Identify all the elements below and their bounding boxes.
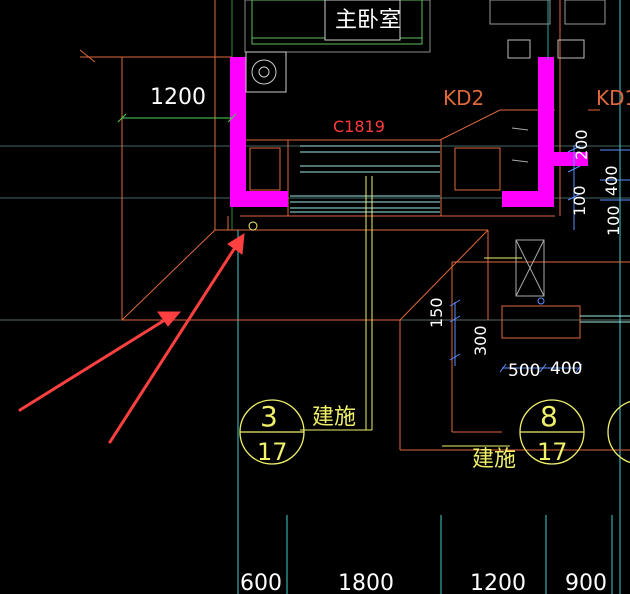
kd1-label: KD1 — [596, 86, 630, 110]
bottom-dim-600: 600 — [240, 571, 282, 594]
leader-lines — [300, 176, 522, 447]
callout-8-number: 8 — [540, 400, 558, 433]
dim-100-a: 100 — [570, 185, 589, 216]
window-c1819 — [290, 145, 630, 323]
window-label: C1819 — [333, 117, 385, 136]
dimension-blue — [449, 145, 630, 373]
callout-circle-partial — [607, 400, 630, 464]
section-callouts — [239, 399, 630, 465]
arrow-2 — [108, 244, 238, 444]
dim-150: 150 — [427, 297, 446, 328]
callout-3-number: 3 — [260, 400, 278, 433]
dim-100-b: 100 — [604, 205, 623, 236]
equipment-symbols — [248, 127, 545, 305]
dim-500: 500 — [508, 361, 540, 381]
dim-400-right: 400 — [602, 165, 621, 196]
arrow-1-head — [157, 311, 182, 327]
callout-3-sheet: 17 — [257, 438, 288, 466]
kd2-label: KD2 — [443, 86, 484, 110]
dimension-1200 — [79, 49, 237, 123]
annotation-arrows — [18, 233, 245, 444]
outline-geometry — [80, 0, 630, 451]
jianshi-label-1: 建施 — [312, 405, 356, 430]
bottom-dim-900: 900 — [565, 571, 607, 594]
wall-magenta — [230, 57, 588, 207]
callout-8-sheet: 17 — [537, 438, 568, 466]
bedroom-furniture — [244, 0, 606, 93]
arrow-1 — [18, 316, 170, 412]
dim-300: 300 — [471, 325, 490, 356]
arrow-2-head — [227, 233, 245, 255]
room-label: 主卧室 — [335, 8, 401, 33]
dim-400-mid: 400 — [550, 359, 582, 379]
bottom-dim-1200: 1200 — [470, 571, 526, 594]
dim-200: 200 — [572, 129, 591, 160]
jianshi-label-2: 建施 — [472, 447, 516, 472]
dim-1200-left: 1200 — [150, 85, 206, 110]
bottom-dim-1800: 1800 — [338, 571, 394, 594]
